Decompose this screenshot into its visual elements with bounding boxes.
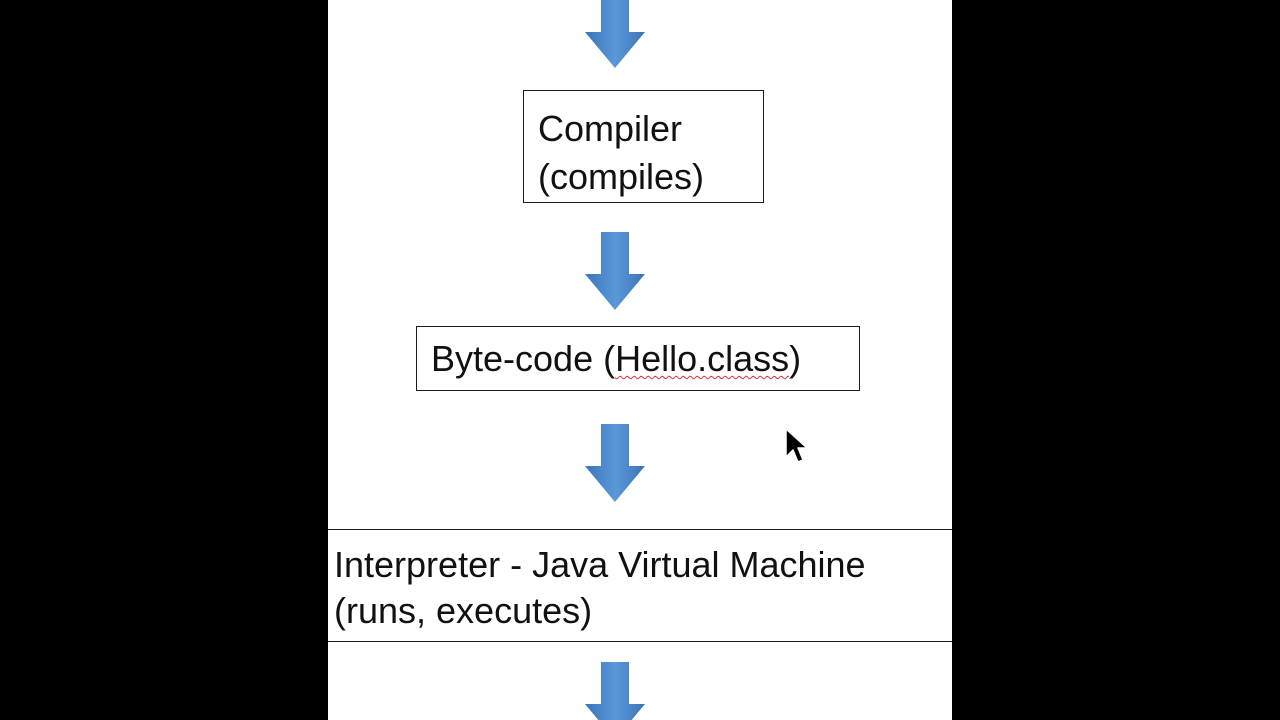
bytecode-label: Byte-code (Hello.class) [431,337,859,381]
interpreter-label: Interpreter - Java Virtual Machine [334,544,866,585]
down-arrow-icon [585,662,645,720]
down-arrow-icon [585,424,645,502]
bytecode-box: Byte-code (Hello.class) [416,326,860,391]
bytecode-filename: Hello.class [615,338,790,379]
bytecode-prefix: Byte-code ( [431,338,616,379]
down-arrow-icon [585,0,645,68]
compiler-sublabel: (compiles) [538,156,705,197]
interpreter-sublabel: (runs, executes) [334,590,593,631]
down-arrow-icon [585,232,645,310]
bytecode-suffix: ) [789,338,802,379]
compiler-box: Compiler (compiles) [523,90,764,203]
slide-page: Compiler (compiles) Byte-code (Hello.cla… [328,0,952,720]
compiler-label: Compiler [538,108,683,149]
mouse-cursor-icon [785,428,808,463]
interpreter-box: Interpreter - Java Virtual Machine (runs… [328,529,952,642]
